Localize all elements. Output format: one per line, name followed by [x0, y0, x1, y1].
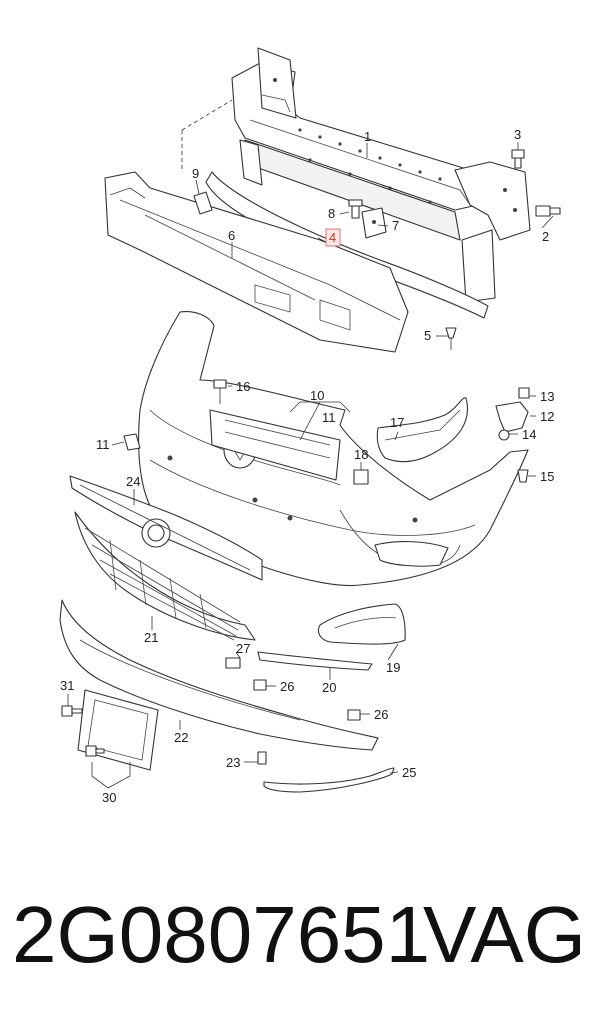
lower-spoiler: [59, 599, 379, 751]
callout-18: 18: [354, 447, 368, 462]
callout-8: 8: [328, 206, 335, 221]
bolt-8: [348, 199, 363, 219]
bracket-7: [361, 207, 387, 239]
clip-18: [353, 469, 369, 485]
callout-19: 19: [386, 660, 400, 675]
clip-27: [225, 657, 241, 669]
callout-31: 31: [60, 678, 74, 693]
bolt-2: [535, 205, 561, 217]
callout-23: 23: [226, 755, 240, 770]
parts-diagram: 1 2 3 4 5 6 7 8 9 10 11 11 12 13 14 15 1…: [59, 47, 561, 805]
nut-14: [498, 429, 510, 441]
bolt-23: [257, 751, 267, 765]
callout-13: 13: [540, 389, 554, 404]
screw-31: [61, 705, 83, 717]
callout-10: 10: [310, 388, 324, 403]
bolt-16: [213, 379, 227, 404]
screw-30: [85, 745, 105, 757]
callout-27: 27: [236, 641, 250, 656]
callout-30: 30: [102, 790, 116, 805]
highlight-box-4: [325, 228, 341, 247]
brand-name: VAG: [422, 890, 586, 979]
bolt-3: [511, 149, 525, 169]
lower-grille: [74, 511, 256, 641]
callout-20: 20: [322, 680, 336, 695]
clip-13: [518, 387, 530, 399]
callout-16: 16: [236, 379, 250, 394]
callout-11-top: 11: [322, 410, 336, 425]
footer: 2G0807651 VAG: [0, 880, 600, 1000]
callout-25: 25: [402, 765, 416, 780]
callout-1: 1: [364, 129, 371, 144]
clip-11-left: [123, 433, 141, 451]
upper-grille: [69, 475, 263, 581]
trim-strip-25: [263, 767, 395, 793]
plate-holder: [77, 689, 159, 771]
callout-12: 12: [540, 409, 554, 424]
fog-trim: [317, 603, 406, 645]
callout-7: 7: [392, 218, 399, 233]
clip-15: [517, 469, 529, 483]
callout-22: 22: [174, 730, 188, 745]
callout-14: 14: [522, 427, 536, 442]
reinforcement-beam: [231, 47, 531, 303]
callout-21: 21: [144, 630, 158, 645]
impact-absorber: [104, 171, 409, 353]
pin-5: [445, 327, 457, 350]
clip-26-b: [347, 709, 361, 721]
callout-5: 5: [424, 328, 431, 343]
callout-15: 15: [540, 469, 554, 484]
callout-24: 24: [126, 474, 140, 489]
callout-26-a: 26: [280, 679, 294, 694]
callout-2: 2: [542, 229, 549, 244]
callout-11-left: 11: [96, 437, 110, 452]
callout-3: 3: [514, 127, 521, 142]
callout-26-b: 26: [374, 707, 388, 722]
clip-9: [193, 191, 213, 215]
trim-strip-20: [257, 651, 373, 671]
callout-6: 6: [228, 228, 235, 243]
bracket-12: [495, 401, 529, 433]
bracket-17: [376, 397, 468, 463]
callout-4: 4: [329, 230, 336, 245]
bumper-cover: [138, 311, 529, 587]
callout-17: 17: [390, 415, 404, 430]
clip-26-a: [253, 679, 267, 691]
part-number: 2G0807651: [12, 890, 431, 979]
callout-9: 9: [192, 166, 199, 181]
